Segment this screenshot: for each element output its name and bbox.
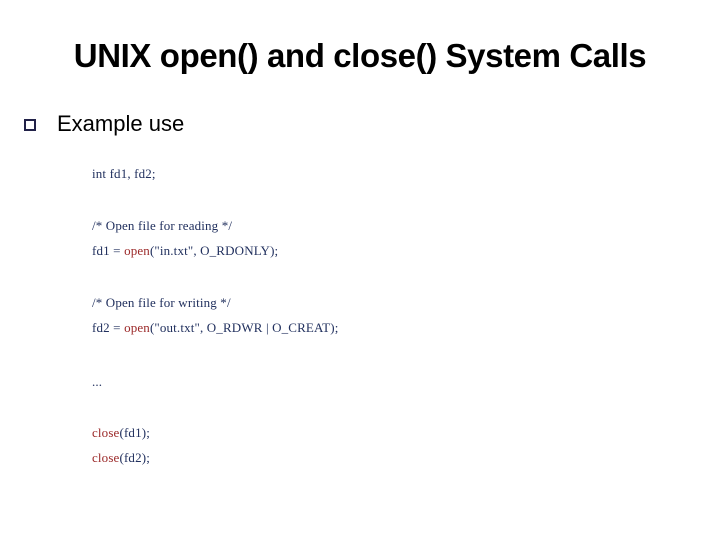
code-example-block: int fd1, fd2; /* Open file for reading *… [92,167,652,464]
code-spacer [92,388,652,426]
code-line-comment-write: /* Open file for writing */ [92,295,231,310]
code-spacer [92,334,652,375]
code-line-open-write: fd2 = open("out.txt", O_RDWR | O_CREAT); [92,321,652,334]
code-args-open-write: ("out.txt", O_RDWR | O_CREAT); [149,320,339,335]
code-args-close-1: (fd1); [119,425,150,440]
code-args-close-2: (fd2); [119,450,150,465]
code-call-open-write: open [124,320,150,335]
code-line-close-fd2: close(fd2); [92,451,652,464]
code-line-ellipsis: ... [92,374,103,389]
hollow-square-bullet-icon [24,119,36,131]
bullet-item-label: Example use [57,111,185,136]
code-spacer [92,257,652,296]
code-line-declaration: int fd1, fd2; [92,166,156,181]
code-call-open-read: open [124,243,150,258]
code-args-open-read: ("in.txt", O_RDONLY); [149,243,279,258]
code-text-fd2-assign: fd2 = [92,320,125,335]
code-call-close-2: close [92,450,120,465]
code-line-comment-read: /* Open file for reading */ [92,218,233,233]
page-title: UNIX open() and close() System Calls [73,37,647,74]
bullet-item-example-use: Example use [24,110,184,138]
code-call-close-1: close [92,425,120,440]
code-line-open-read: fd1 = open("in.txt", O_RDONLY); [92,244,652,257]
code-line-close-fd1: close(fd1); [92,426,652,439]
code-text-fd1-assign: fd1 = [92,243,125,258]
code-spacer [92,439,652,451]
code-spacer [92,180,652,219]
